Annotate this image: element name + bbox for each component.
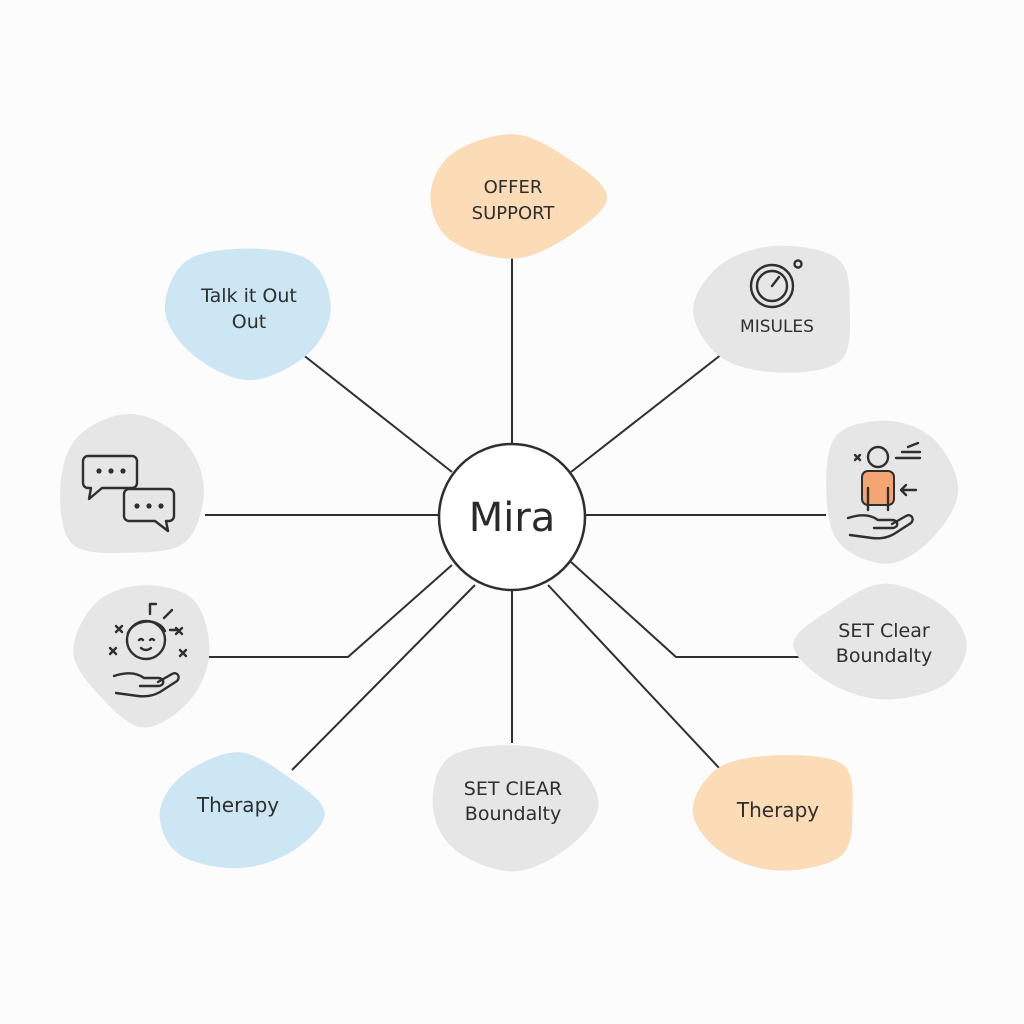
connector-misules [570, 353, 723, 473]
node-label-offer-support: SUPPORT [472, 203, 556, 224]
node-talk-it-out [164, 248, 331, 381]
node-calm-face [73, 585, 210, 728]
node-set-clear-boundary-right [793, 583, 967, 700]
node-label-therapy-left: Therapy [196, 793, 279, 817]
connectors [205, 254, 826, 771]
node-label-set-clear-boundary-right: SET Clear [838, 620, 930, 642]
calm-face-hand-icon [108, 602, 188, 698]
center-node: Mira [437, 442, 587, 592]
node-label-talk-it-out: Talk it Out [200, 285, 297, 307]
person-in-hand-icon [846, 441, 922, 540]
node-misules [693, 245, 851, 373]
connector-therapy-left [291, 584, 476, 771]
connector-calm-face [208, 564, 453, 658]
center-circle [437, 442, 587, 592]
node-label-set-clear-boundary-bottom: SET ClEAR [464, 778, 562, 800]
node-therapy-left [159, 752, 325, 869]
node-label-talk-it-out: Out [232, 311, 266, 333]
stopwatch-icon [749, 259, 803, 309]
node-blobs [60, 134, 967, 872]
connector-therapy-right [547, 584, 722, 771]
node-offer-support [430, 134, 608, 259]
node-label-set-clear-boundary-right: Boundalty [836, 645, 932, 667]
center-label: Mira [469, 495, 556, 541]
chat-bubbles-icon [81, 454, 176, 533]
node-label-therapy-right: Therapy [736, 798, 819, 822]
node-therapy-right [692, 755, 853, 871]
node-chat [60, 413, 204, 553]
node-label-misules: MISULES [740, 317, 814, 337]
connector-set-clear-boundary-right [570, 561, 801, 658]
connector-talk-it-out [301, 353, 453, 473]
node-label-offer-support: OFFER [484, 177, 543, 198]
node-set-clear-boundary-bottom [432, 745, 599, 872]
node-label-set-clear-boundary-bottom: Boundalty [465, 803, 561, 825]
